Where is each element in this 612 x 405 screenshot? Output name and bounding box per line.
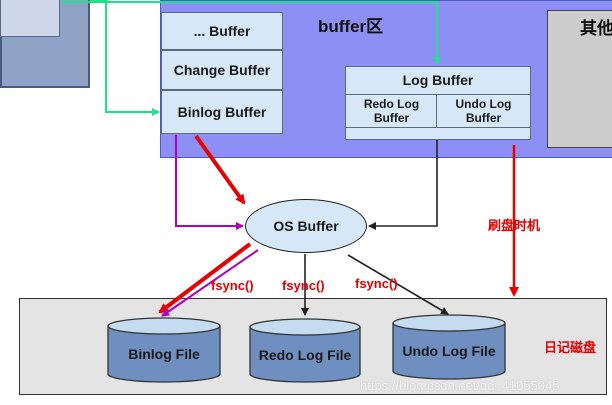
undo-log-file: Undo Log File	[393, 317, 505, 377]
fsync-label-undo: fsync()	[355, 276, 398, 291]
green-arrow-to-log-buffer	[62, 1, 441, 65]
log-disk-label: 日记磁盘	[544, 340, 597, 355]
other-area-title: 其他	[580, 19, 612, 38]
other-area	[547, 10, 612, 148]
undo-log-file-label: Undo Log File	[402, 343, 496, 359]
buffer-area-title: buffer区	[318, 17, 384, 36]
red-arrow-binlog-to-os	[194, 134, 246, 205]
green-arrow-to-binlog-buffer	[90, 0, 160, 116]
fsync-label-redo: fsync()	[282, 278, 325, 293]
undo-log-file-cylinder	[392, 314, 506, 380]
os-buffer-node: OS Buffer	[245, 199, 367, 253]
redo-log-file-label: Redo Log File	[258, 347, 352, 363]
fsync-label-binlog: fsync()	[211, 278, 254, 293]
flush-timing-label: 刷盘时机	[488, 218, 541, 233]
purple-fsync-to-binlog-file	[161, 249, 259, 317]
generic-buffer-box: ... Buffer	[161, 12, 283, 50]
redo-log-file-cylinder	[249, 318, 361, 383]
redo-log-file: Redo Log File	[250, 321, 360, 381]
undo-log-buffer-box: Undo Log Buffer	[436, 94, 531, 128]
binlog-file-label: Binlog File	[128, 346, 200, 362]
source-watermark: https://blog.csdn.net/qq_41055045	[360, 378, 560, 393]
black-fsync-to-undo-file	[347, 254, 449, 315]
offscreen-component-inner	[0, 0, 60, 37]
change-buffer-box: Change Buffer	[161, 50, 283, 90]
black-arrow-log-to-os	[368, 140, 438, 230]
binlog-file: Binlog File	[108, 320, 220, 380]
log-buffer-title: Log Buffer	[402, 72, 474, 88]
red-arrow-os-to-binlog-file	[158, 242, 252, 314]
purple-arrow-to-os-buffer	[175, 135, 244, 230]
binlog-buffer-box: Binlog Buffer	[161, 90, 283, 134]
binlog-file-cylinder	[107, 317, 221, 383]
